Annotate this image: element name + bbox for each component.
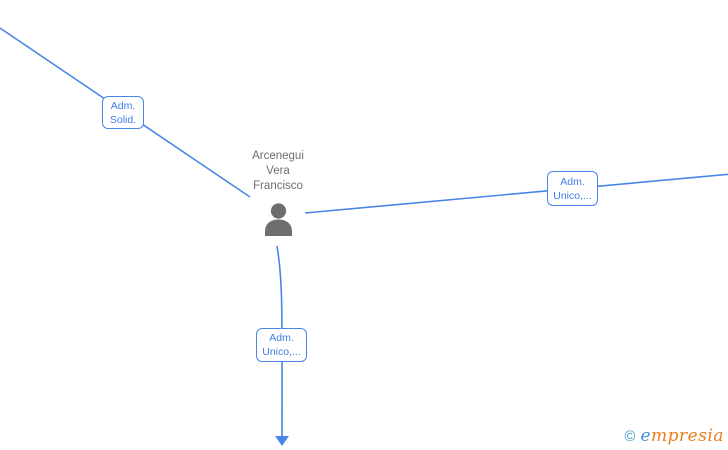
copyright-icon: © xyxy=(624,428,636,445)
node-name-line1: Arcenegui xyxy=(252,150,304,162)
edge-label-adm-unico-right[interactable]: Adm. Unico,... xyxy=(547,171,598,206)
edge-label-line1: Adm. xyxy=(269,332,294,344)
edge-label-line2: Unico,... xyxy=(553,189,592,202)
edge-label-line1: Adm. xyxy=(110,99,136,112)
edge-label-line2: Unico,... xyxy=(262,346,301,358)
person-icon xyxy=(212,203,344,237)
edge-bottom-line xyxy=(276,245,283,438)
node-name-line2: Vera xyxy=(266,165,290,177)
node-person-arcenegui[interactable]: Arcenegui Vera Francisco xyxy=(212,149,344,237)
edge-bottom-arrowhead-icon xyxy=(275,436,289,446)
node-name-line3: Francisco xyxy=(253,180,303,192)
edge-right-line xyxy=(304,173,728,214)
edge-label-line1: Adm. xyxy=(560,175,585,188)
edge-label-adm-unico-bottom[interactable]: Adm. Unico,... xyxy=(256,328,307,362)
empresia-logo-rest: mpresia xyxy=(651,426,724,446)
empresia-logo: empresia xyxy=(640,426,724,446)
empresia-watermark: © empresia xyxy=(624,426,724,446)
edge-label-adm-solid[interactable]: Adm. Solid. xyxy=(102,96,144,129)
edge-label-line2: Solid. xyxy=(109,113,137,126)
empresia-logo-initial: e xyxy=(640,426,651,446)
node-name: Arcenegui Vera Francisco xyxy=(212,149,344,194)
